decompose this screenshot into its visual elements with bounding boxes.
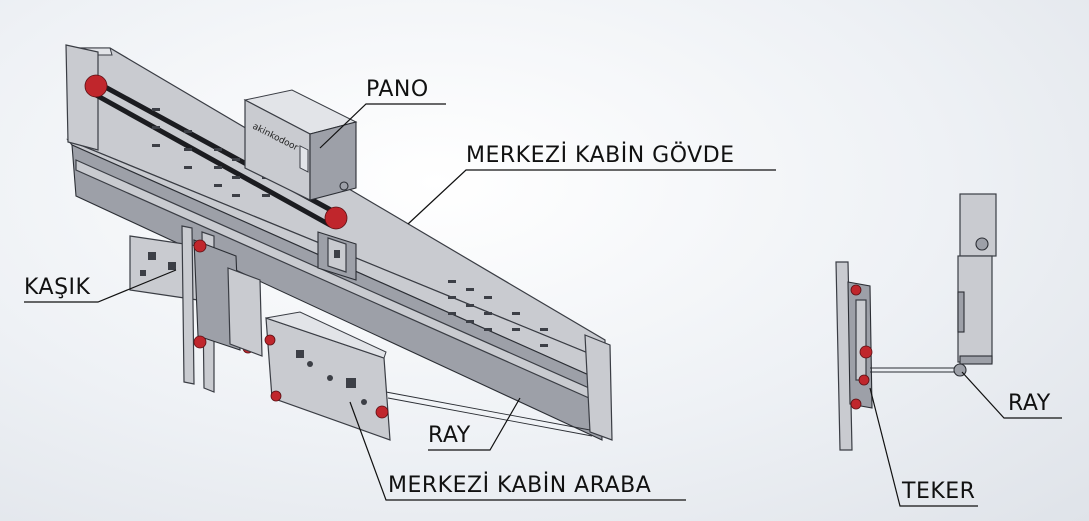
label-merkezi-kabin-araba-text: MERKEZİ KABİN ARABA [388, 472, 651, 498]
center-bracket [317, 231, 357, 281]
label-merkezi-kabin-govde-text: MERKEZİ KABİN GÖVDE [466, 142, 735, 168]
cabin-carriage-plate [264, 311, 391, 441]
label-ray-main: RAY [428, 397, 521, 451]
main-body-beam [65, 44, 613, 441]
door-vane-assembly [129, 225, 263, 393]
label-merkezi-kabin-araba: MERKEZİ KABİN ARABA [349, 401, 686, 501]
label-merkezi-kabin-govde: MERKEZİ KABİN GÖVDE [407, 142, 776, 225]
label-teker: TEKER [869, 387, 978, 507]
label-pano-text: PANO [366, 77, 429, 102]
control-panel-box: akinkodoor [243, 89, 358, 201]
label-pano: PANO [319, 77, 446, 149]
label-kasik: KAŞIK [24, 269, 177, 303]
beam-slot-pattern [152, 108, 548, 347]
label-ray-side-text: RAY [1008, 391, 1051, 416]
side-view-assembly [835, 193, 997, 451]
label-kasik-text: KAŞIK [24, 275, 91, 300]
label-ray-main-text: RAY [428, 423, 471, 448]
label-teker-text: TEKER [901, 479, 975, 504]
label-ray-side: RAY [961, 371, 1062, 419]
